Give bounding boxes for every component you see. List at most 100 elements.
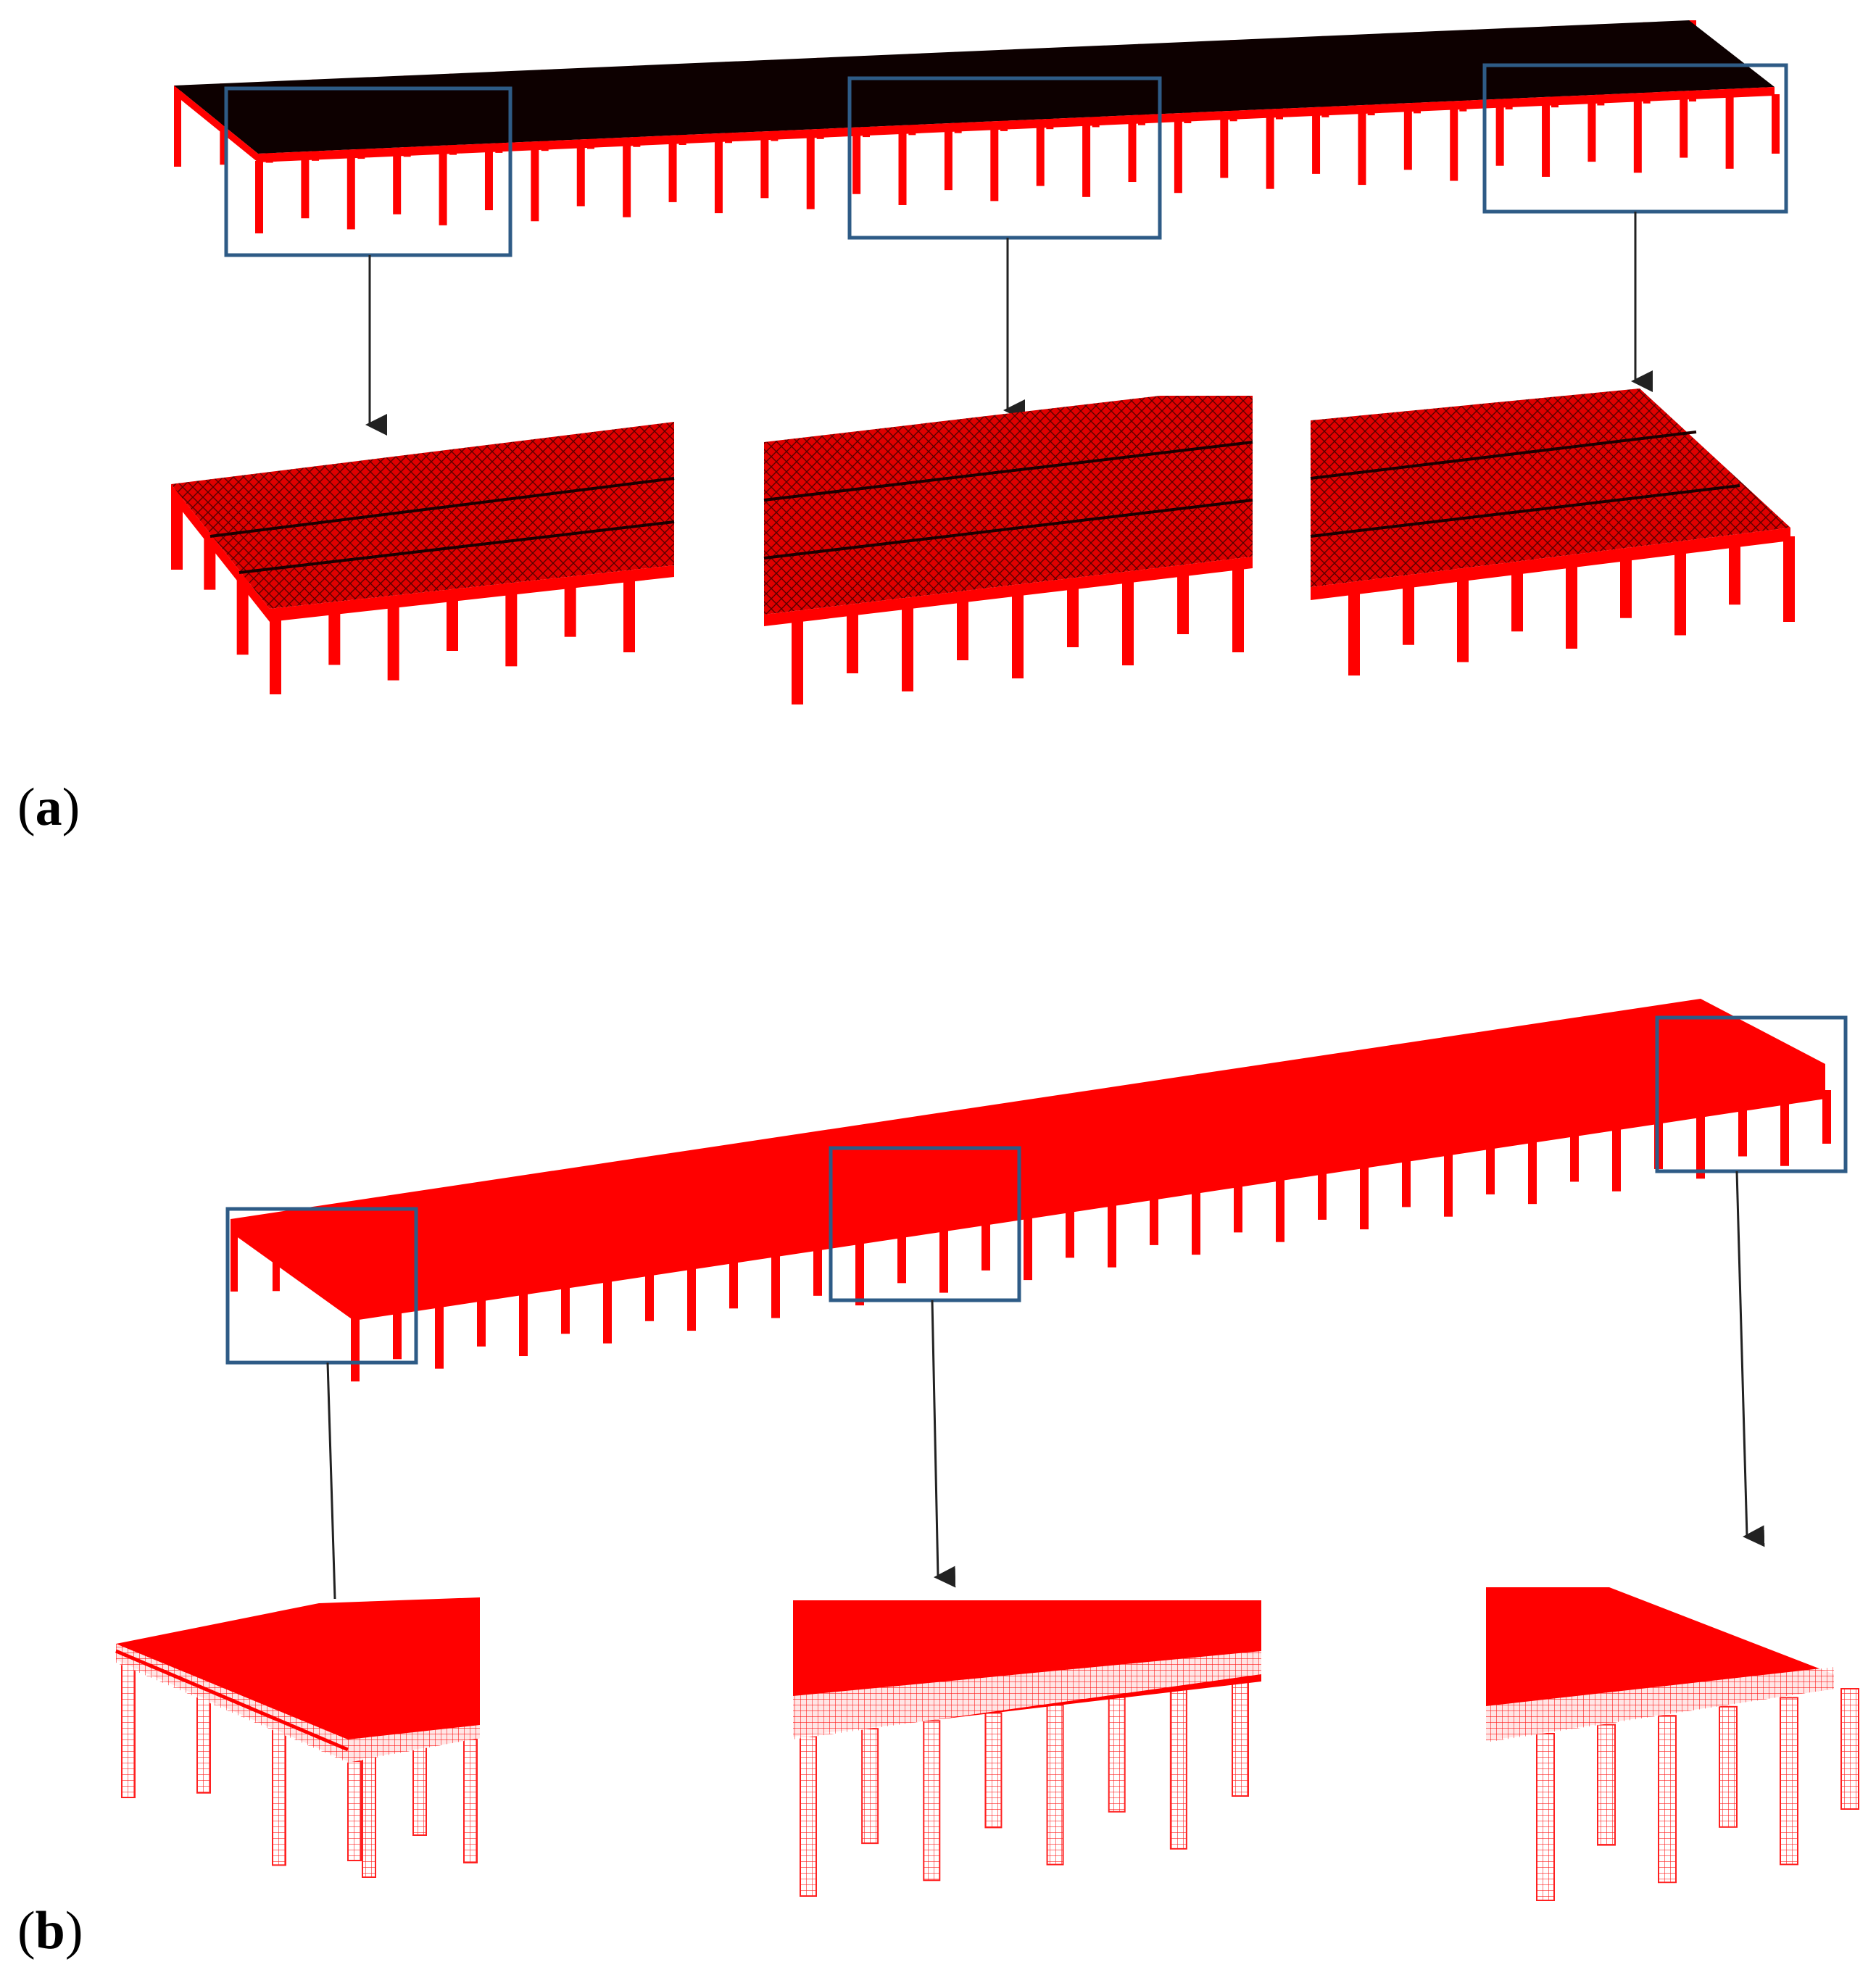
column xyxy=(1403,583,1414,645)
column xyxy=(806,136,815,209)
column xyxy=(1542,104,1551,177)
column xyxy=(1719,1705,1738,1828)
column xyxy=(1128,122,1137,183)
column xyxy=(351,1312,360,1381)
panel-a-detail-middle xyxy=(763,396,1253,704)
column xyxy=(1177,572,1189,634)
column xyxy=(1444,1147,1453,1217)
column xyxy=(1024,1210,1032,1281)
column xyxy=(270,615,281,694)
column xyxy=(687,1261,696,1331)
column xyxy=(760,138,769,199)
column xyxy=(1169,1688,1187,1850)
column xyxy=(897,1229,906,1284)
column xyxy=(1312,114,1321,174)
column xyxy=(1122,578,1134,665)
panel-b-arrow-middle xyxy=(931,1300,956,1588)
panel-a-box-left xyxy=(224,86,512,257)
column xyxy=(645,1267,654,1321)
column xyxy=(272,1726,286,1866)
column xyxy=(1276,1172,1284,1242)
column xyxy=(1486,1140,1495,1194)
panel-a-roof-edge xyxy=(258,87,1775,162)
column xyxy=(439,152,447,225)
column xyxy=(1036,126,1045,186)
column xyxy=(1348,590,1360,675)
column xyxy=(576,146,585,207)
column xyxy=(1780,1096,1789,1166)
panel-a-box-middle xyxy=(847,76,1162,240)
column xyxy=(1725,96,1734,169)
column xyxy=(1587,102,1596,162)
column xyxy=(1729,543,1740,605)
column xyxy=(1402,1153,1411,1207)
column xyxy=(1511,570,1523,632)
column xyxy=(1450,108,1458,181)
panel-a-roof-side xyxy=(174,86,258,162)
column xyxy=(236,575,249,655)
column xyxy=(1220,118,1229,178)
column xyxy=(1150,1191,1158,1245)
column xyxy=(347,1760,362,1861)
column xyxy=(231,1225,238,1292)
column xyxy=(412,1746,427,1836)
column xyxy=(603,1273,612,1344)
column xyxy=(362,1753,376,1878)
column xyxy=(792,618,803,704)
column xyxy=(1612,1121,1621,1192)
column xyxy=(729,1255,738,1309)
column xyxy=(1783,536,1795,622)
column xyxy=(984,1712,1003,1829)
column xyxy=(902,604,913,691)
column xyxy=(1680,98,1688,158)
column xyxy=(668,142,677,202)
panel-a-label: (a) xyxy=(17,778,80,837)
column xyxy=(1066,1204,1074,1258)
panel-b-arrow-right xyxy=(1735,1171,1765,1547)
column xyxy=(1046,1704,1064,1866)
column xyxy=(939,1223,948,1293)
column xyxy=(1067,585,1079,647)
column xyxy=(1840,1688,1859,1810)
column xyxy=(623,144,631,217)
column xyxy=(1318,1165,1327,1220)
column xyxy=(714,141,723,214)
column xyxy=(898,132,907,205)
column xyxy=(852,134,861,194)
column xyxy=(435,1299,444,1369)
panel-b-box-right xyxy=(1655,1015,1848,1173)
column xyxy=(1012,591,1024,678)
column xyxy=(1108,1696,1126,1813)
column xyxy=(387,600,399,681)
panel-a-detail-right xyxy=(1310,388,1795,675)
column xyxy=(519,1286,528,1357)
panel-b-box-left xyxy=(225,1207,418,1365)
column xyxy=(847,611,858,673)
column xyxy=(1597,1724,1616,1846)
panel-a-overview xyxy=(174,20,1780,233)
column xyxy=(1234,1178,1242,1233)
column xyxy=(531,149,539,222)
column xyxy=(174,86,181,167)
panel-a-detail-left xyxy=(171,422,675,694)
column xyxy=(1174,120,1182,194)
column xyxy=(981,1216,990,1271)
column xyxy=(813,1242,822,1296)
column xyxy=(1633,100,1642,173)
panel-b-detail-right xyxy=(1486,1587,1859,1901)
column xyxy=(1772,94,1780,154)
column xyxy=(447,594,458,651)
panel-b-arrow-left xyxy=(326,1362,336,1600)
column xyxy=(1403,110,1412,170)
column xyxy=(255,161,263,233)
panel-b-box-middle xyxy=(829,1146,1021,1302)
column xyxy=(944,130,952,191)
column xyxy=(301,159,310,219)
column xyxy=(923,1720,941,1882)
panel-b-highlight-boxes xyxy=(225,1015,1848,1365)
column xyxy=(990,128,999,201)
column xyxy=(1822,1090,1831,1144)
column xyxy=(1696,1109,1705,1179)
panel-b-arrows xyxy=(326,1171,1765,1600)
